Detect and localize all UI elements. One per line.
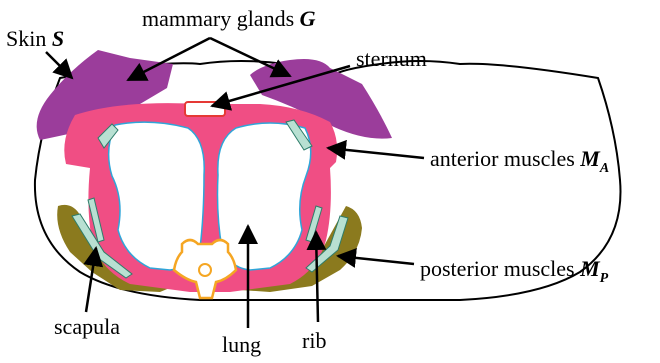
label-skin: Skin S [6, 26, 64, 51]
label-sternum: sternum [356, 46, 427, 71]
vertebra-body [199, 264, 211, 276]
arrow-posterior [338, 256, 414, 264]
label-rib: rib [302, 328, 326, 353]
arrow-mammary-right [210, 38, 290, 76]
label-mammary-glands: mammary glands G [142, 6, 316, 31]
label-posterior-muscles: posterior muscles MP [420, 256, 609, 286]
arrow-skin [46, 52, 72, 78]
arrow-anterior [328, 148, 424, 158]
label-lung: lung [222, 332, 261, 357]
label-scapula: scapula [54, 314, 120, 339]
label-anterior-muscles: anterior muscles MA [430, 146, 609, 176]
